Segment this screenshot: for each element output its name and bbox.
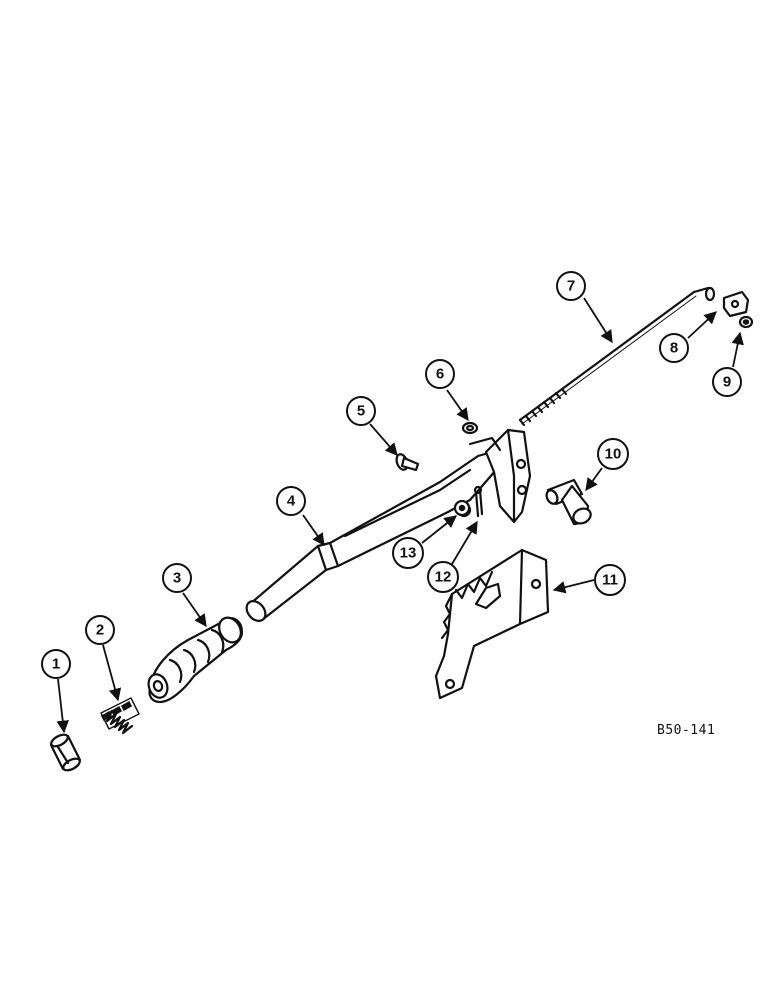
leader-4 — [302, 514, 325, 547]
callout-3: 3 — [162, 563, 192, 593]
callout-9-label: 9 — [723, 374, 731, 391]
callout-13-label: 13 — [400, 545, 417, 562]
callout-3-label: 3 — [173, 570, 181, 587]
callout-13: 13 — [392, 537, 424, 569]
callout-8: 8 — [659, 333, 689, 363]
leader-1 — [56, 678, 69, 734]
leader-8 — [687, 311, 717, 339]
leader-12 — [451, 520, 478, 565]
leader-3 — [182, 592, 207, 628]
callout-11-label: 11 — [602, 572, 618, 589]
callout-6: 6 — [425, 359, 455, 389]
figure-reference-code: B50-141 — [657, 723, 715, 738]
leader-11 — [552, 579, 595, 594]
part-11-quadrant-bracket — [434, 548, 550, 700]
callout-6-label: 6 — [436, 366, 444, 383]
callout-4: 4 — [276, 486, 306, 516]
callout-11: 11 — [594, 564, 626, 596]
part-8-clip — [722, 290, 750, 318]
leader-10 — [585, 467, 603, 492]
leader-13 — [421, 515, 457, 544]
callout-7: 7 — [556, 271, 586, 301]
part-2-spring — [100, 697, 140, 735]
part-1-bushing — [49, 733, 82, 772]
part-12-cotter-pin — [473, 485, 484, 518]
callout-5-label: 5 — [357, 403, 365, 420]
callout-2: 2 — [85, 615, 115, 645]
part-7-rod — [518, 286, 716, 427]
callout-4-label: 4 — [287, 493, 296, 510]
callout-1-label: 1 — [52, 656, 60, 673]
leader-7 — [583, 297, 613, 344]
callout-10: 10 — [597, 438, 629, 470]
part-6-nut — [461, 421, 479, 435]
part-3-grip-handle — [147, 616, 244, 704]
leader-2 — [102, 644, 122, 702]
leader-5 — [369, 423, 398, 456]
leader-9 — [731, 331, 744, 368]
leader-6 — [446, 389, 469, 422]
callout-10-label: 10 — [605, 446, 622, 463]
part-13-washer — [453, 499, 471, 517]
callout-1: 1 — [41, 649, 71, 679]
callout-8-label: 8 — [670, 340, 678, 357]
callout-2-label: 2 — [96, 622, 104, 639]
callouts: 1 2 3 4 5 6 7 8 — [41, 271, 742, 679]
leader-lines — [56, 297, 744, 734]
callout-7-label: 7 — [567, 278, 575, 295]
part-5-pin — [395, 453, 420, 472]
callout-5: 5 — [346, 396, 376, 426]
part-9-washer — [738, 315, 754, 329]
callout-12: 12 — [427, 561, 459, 593]
callout-9: 9 — [712, 367, 742, 397]
callout-12-label: 12 — [435, 569, 452, 586]
part-10-clevis-pin — [545, 478, 592, 526]
